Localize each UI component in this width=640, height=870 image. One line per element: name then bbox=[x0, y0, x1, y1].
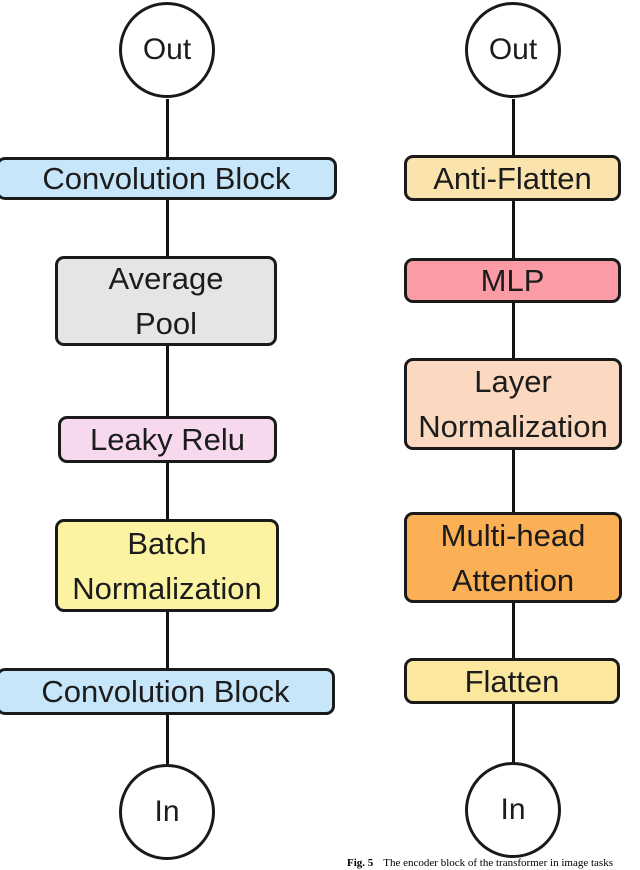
left-edge-1 bbox=[166, 99, 169, 157]
left-edge-2 bbox=[166, 200, 169, 256]
left-block-batch-normalization: Batch Normalization bbox=[55, 519, 279, 612]
block-label-line2: Normalization bbox=[418, 409, 608, 444]
block-label-line2: Attention bbox=[451, 562, 575, 598]
block-label: Convolution Block bbox=[42, 161, 291, 196]
left-out-label: Out bbox=[142, 33, 192, 66]
left-block-average-pool: Average Pool bbox=[55, 256, 277, 346]
block-label-line2: Pool bbox=[134, 306, 198, 341]
right-block-anti-flatten: Anti-Flatten bbox=[404, 155, 621, 201]
left-edge-3 bbox=[166, 346, 169, 416]
left-edge-5 bbox=[166, 612, 169, 668]
right-block-flatten: Flatten bbox=[404, 658, 620, 704]
block-label-line1: Average bbox=[108, 261, 224, 296]
block-label-line1: Multi-head bbox=[440, 517, 586, 553]
block-label: Anti-Flatten bbox=[433, 160, 592, 196]
block-label-line1: Layer bbox=[474, 364, 552, 399]
right-edge-3 bbox=[512, 303, 515, 358]
left-block-leaky-relu: Leaky Relu bbox=[58, 416, 277, 463]
block-label-line2: Normalization bbox=[72, 570, 262, 606]
block-label: MLP bbox=[480, 263, 545, 298]
right-block-mlp: MLP bbox=[404, 258, 621, 303]
block-label: Flatten bbox=[464, 663, 560, 699]
left-block-convolution-block-bottom: Convolution Block bbox=[0, 668, 335, 715]
figure-caption-text: The encoder block of the transformer in … bbox=[383, 857, 613, 869]
right-edge-4 bbox=[512, 450, 515, 512]
right-edge-5 bbox=[512, 603, 515, 658]
right-out-label: Out bbox=[488, 33, 538, 66]
right-edge-2 bbox=[512, 201, 515, 258]
left-in-label: In bbox=[154, 795, 180, 828]
left-edge-4 bbox=[166, 463, 169, 519]
right-in-terminal: In bbox=[465, 762, 561, 858]
block-label-line1: Batch bbox=[127, 525, 207, 561]
right-out-terminal: Out bbox=[465, 2, 561, 98]
figure-caption: Fig. 5 The encoder block of the transform… bbox=[347, 857, 640, 869]
right-block-layer-normalization: Layer Normalization bbox=[404, 358, 622, 450]
right-edge-1 bbox=[512, 99, 515, 155]
right-edge-6 bbox=[512, 704, 515, 762]
left-out-terminal: Out bbox=[119, 2, 215, 98]
right-block-multi-head-attention: Multi-head Attention bbox=[404, 512, 622, 603]
block-label: Leaky Relu bbox=[89, 422, 246, 457]
left-in-terminal: In bbox=[119, 764, 215, 860]
figure-caption-label: Fig. 5 bbox=[347, 857, 374, 869]
block-label: Convolution Block bbox=[41, 674, 290, 709]
left-block-convolution-block-top: Convolution Block bbox=[0, 157, 337, 200]
left-edge-6 bbox=[166, 715, 169, 764]
right-in-label: In bbox=[500, 793, 526, 826]
